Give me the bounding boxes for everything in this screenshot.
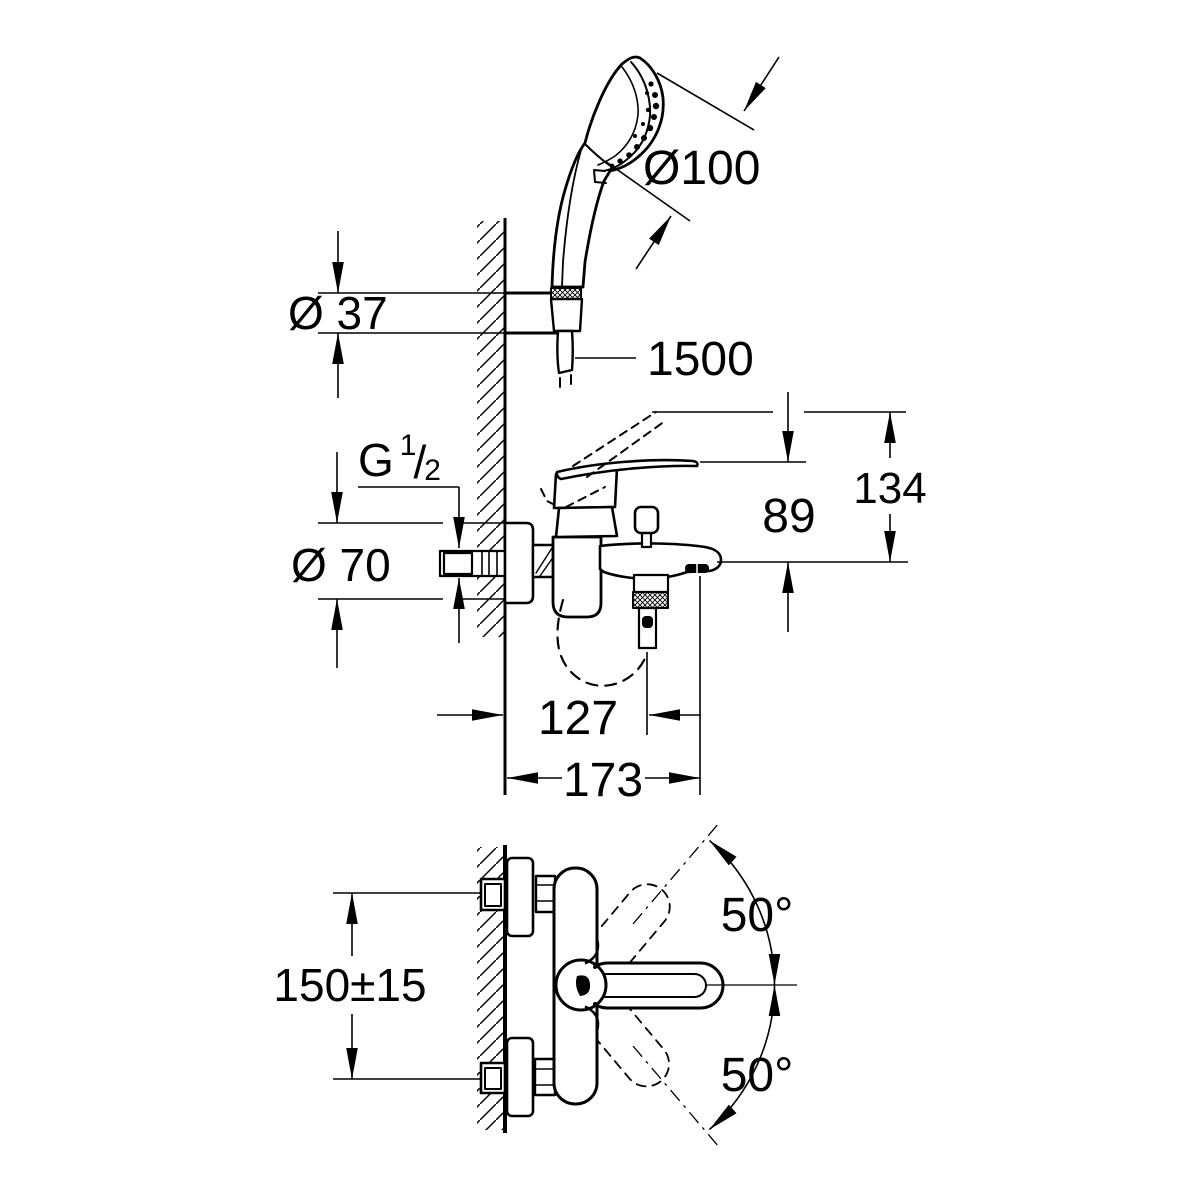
hand-shower-view [503, 55, 665, 388]
spray-nozzle-dots [609, 81, 660, 169]
shower-outlet-housing [632, 573, 670, 594]
escutcheon-bottom [505, 1036, 535, 1118]
dim-holder-diameter: Ø 37 [288, 287, 388, 339]
dim-diverter-reach: 127 [538, 692, 618, 745]
lever-raised-ghost [540, 411, 666, 508]
angle-arc-down [708, 984, 781, 1131]
union-nut-top [534, 874, 557, 914]
mixer-body-side [551, 535, 603, 619]
mixer-side-view [438, 411, 723, 687]
outlet-knurl-nut [632, 591, 669, 609]
dim-spout-drop: 89 [762, 490, 815, 543]
shower-hose [556, 329, 574, 375]
dim-escutcheon-diameter: Ø 70 [291, 539, 391, 591]
hub-logo-mark [576, 975, 591, 996]
shower-head-outline [550, 55, 665, 289]
spray-face-inner-line [603, 61, 652, 172]
dim-mounting-centers: 150±15 [273, 959, 426, 1011]
holder-cone [549, 297, 584, 333]
wall-section-upper [477, 218, 507, 795]
spout-side [598, 542, 723, 580]
dim-hose-length: 1500 [647, 333, 754, 386]
dim-lever-angle-down: 50° [721, 1049, 794, 1102]
angle-arc-up [708, 839, 781, 986]
escutcheon-top [505, 856, 535, 938]
lever-down-axis [632, 1045, 720, 1148]
lever-handle-side [555, 458, 699, 481]
connector-pill [642, 616, 653, 628]
dim-lever-raise: 134 [853, 464, 926, 513]
dim-head-diameter: Ø100 [643, 142, 760, 195]
dimension-graphics [318, 56, 908, 1148]
dim-spout-reach: 173 [563, 754, 643, 807]
hub-body-fillet-top [584, 937, 600, 965]
wall-escutcheon-side [503, 521, 535, 605]
dim-lever-angle-up: 50° [721, 889, 794, 942]
cartridge-housing-lower [554, 505, 619, 539]
handle-inner-line [561, 149, 582, 287]
diverter-knob [633, 505, 660, 535]
lever-up-axis [632, 822, 720, 925]
mixer-front-view [479, 856, 725, 1118]
head-bottom-lip [593, 169, 607, 184]
handle-knurl-ring [550, 287, 582, 300]
supply-collar [442, 551, 474, 576]
hub-body-fillet-bottom [584, 1005, 600, 1033]
union-nut-bottom [533, 1057, 557, 1097]
head-handle-separator [584, 143, 610, 166]
